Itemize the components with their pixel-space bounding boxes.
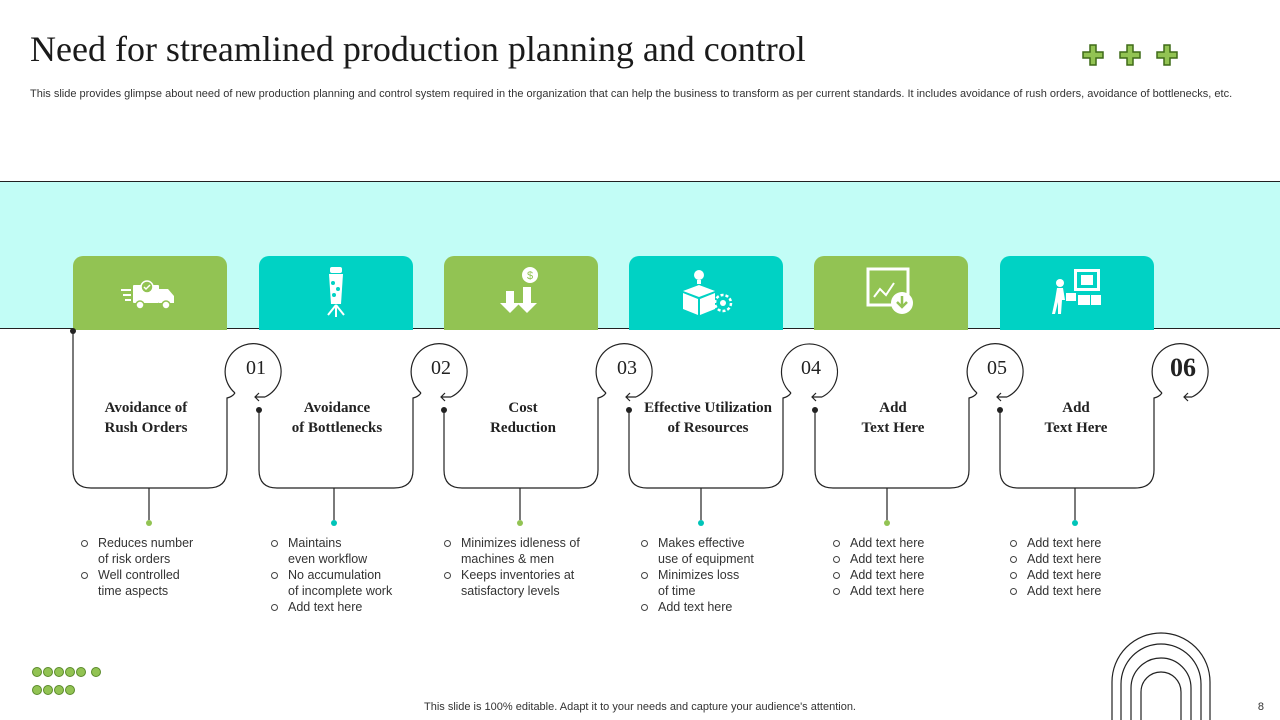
list-item: Add text here — [1009, 583, 1101, 599]
list-item: Add text here — [832, 567, 924, 583]
delivery-truck-icon — [121, 280, 174, 310]
list-item: Add text here — [832, 535, 924, 551]
page-number: 8 — [1257, 701, 1264, 713]
plus-icon — [1119, 44, 1141, 66]
step-number: 04 — [801, 357, 821, 379]
slide-description: This slide provides glimpse about need o… — [30, 88, 1233, 100]
list-item: Add text here — [640, 599, 754, 615]
list-item: Add text here — [1009, 567, 1101, 583]
footer-note: This slide is 100% editable. Adapt it to… — [424, 701, 856, 713]
monitor-download-icon — [866, 267, 913, 314]
svg-text:$: $ — [527, 270, 533, 282]
step-number: 05 — [987, 357, 1007, 379]
list-item: Add text here — [1009, 535, 1101, 551]
step-6-bullets: Add text here Add text here Add text her… — [1009, 535, 1101, 599]
decorative-arch-icon — [1111, 632, 1211, 720]
bottleneck-icon — [327, 267, 345, 317]
step-number: 01 — [246, 357, 266, 379]
step-5-icon-tab — [814, 256, 968, 330]
list-item: Add text here — [1009, 551, 1101, 567]
page-title: Need for streamlined production planning… — [30, 29, 806, 69]
plus-icon — [1156, 44, 1178, 66]
step-6-icon-tab — [1000, 256, 1154, 330]
list-item: Add text here — [270, 599, 392, 615]
decorative-dots — [32, 667, 112, 703]
list-item: Add text here — [832, 551, 924, 567]
step-number: 03 — [617, 357, 637, 379]
step-5-bullets: Add text here Add text here Add text her… — [832, 535, 924, 599]
resources-box-icon — [683, 270, 733, 315]
list-item: Add text here — [832, 583, 924, 599]
worker-boxes-icon — [1052, 269, 1101, 314]
cost-down-icon: $ — [500, 267, 538, 313]
step-4-icon-tab — [629, 256, 783, 330]
step-2-icon-tab — [259, 256, 413, 330]
step-3-icon-tab: $ — [444, 256, 598, 330]
step-number: 06 — [1170, 353, 1196, 382]
step-1-icon-tab — [73, 256, 227, 330]
step-number: 02 — [431, 357, 451, 379]
plus-icon — [1082, 44, 1104, 66]
